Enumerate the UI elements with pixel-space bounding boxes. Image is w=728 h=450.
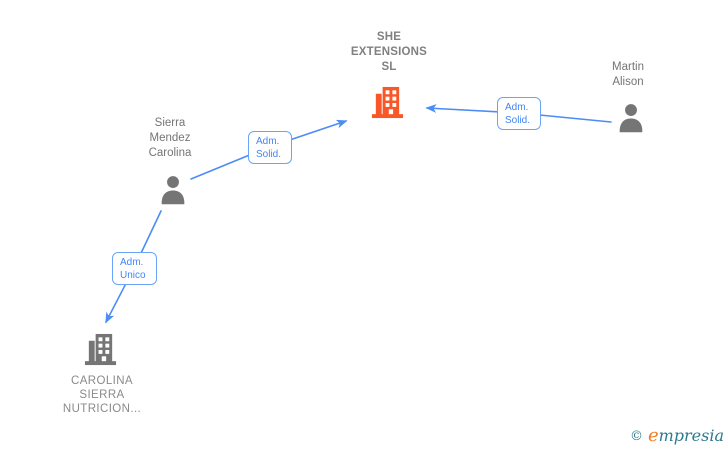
building-icon-she-extensions[interactable] <box>370 85 405 120</box>
company-name-line: NUTRICION... <box>62 403 142 415</box>
edge-label-adm-unico: Adm. Unico <box>112 252 157 285</box>
node-label-she-extensions[interactable]: SHE EXTENSIONS SL <box>314 30 464 75</box>
person-name-line: Alison <box>612 76 644 88</box>
copyright-icon: © <box>629 429 643 444</box>
edge-label-line: Solid. <box>505 115 531 126</box>
person-icon-martin-alison[interactable] <box>614 102 648 136</box>
person-icon <box>161 176 185 205</box>
company-name-line: CAROLINA <box>71 375 133 387</box>
node-label-carolina-sierra[interactable]: CAROLINA SIERRA NUTRICION... <box>42 374 162 416</box>
edge-label-adm-solid-right: Adm. Solid. <box>497 97 541 130</box>
edge-label-line: Adm. <box>256 136 280 147</box>
edge-label-line: Unico <box>120 270 146 281</box>
node-label-martin-alison[interactable]: Martin Alison <box>578 60 678 90</box>
node-label-sierra-mendez[interactable]: Sierra Mendez Carolina <box>120 116 220 161</box>
brand-name: mpresia <box>658 426 724 445</box>
person-icon-sierra-mendez[interactable] <box>156 174 190 208</box>
person-icon <box>619 104 643 133</box>
edge-label-line: Adm. <box>505 102 529 113</box>
person-name-line: Sierra <box>154 117 186 129</box>
person-name-line: Mendez <box>149 132 191 144</box>
company-name-line: SL <box>381 61 397 73</box>
company-name-line: EXTENSIONS <box>350 46 428 58</box>
empresia-logo: © empresia <box>630 425 724 446</box>
company-name-line: SHE <box>376 31 402 43</box>
building-icon <box>371 86 404 119</box>
edge-label-line: Adm. <box>120 257 144 268</box>
edge-label-line: Solid. <box>256 149 282 160</box>
edge-label-adm-solid-left: Adm. Solid. <box>248 131 292 164</box>
building-icon-carolina-sierra[interactable] <box>83 332 118 367</box>
company-name-line: SIERRA <box>79 389 125 401</box>
person-name-line: Martin <box>612 61 644 73</box>
person-name-line: Carolina <box>148 147 192 159</box>
building-icon <box>84 333 117 366</box>
brand-initial: e <box>647 425 659 446</box>
